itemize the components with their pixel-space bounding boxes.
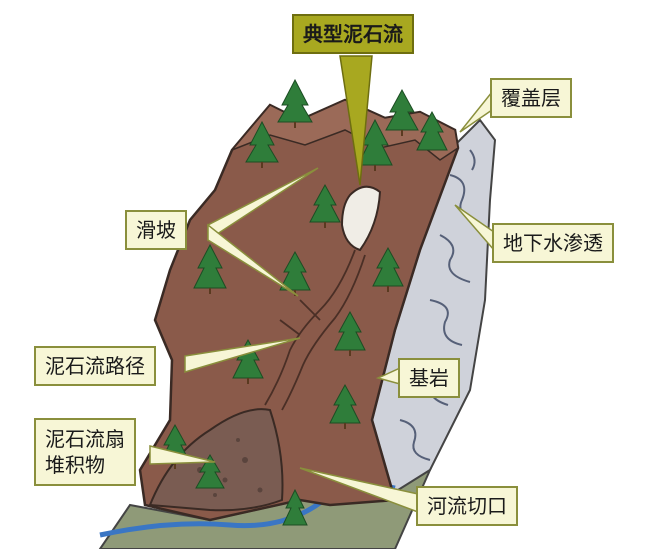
debris-flow-channel — [264, 249, 366, 411]
label-groundwater-seepage: 地下水渗透 — [492, 223, 614, 263]
label-debris-fan-deposit: 泥石流扇 堆积物 — [34, 418, 136, 486]
debris-fan-deposit — [148, 408, 284, 512]
callout-pointers — [149, 55, 495, 514]
label-typical-debris-flow: 典型泥石流 — [292, 14, 414, 54]
label-debris-fan-line1: 泥石流扇 — [45, 427, 125, 451]
label-bedrock: 基岩 — [398, 358, 460, 398]
label-debris-fan-line2: 堆积物 — [45, 453, 105, 477]
label-debris-flow-path: 泥石流路径 — [34, 346, 156, 386]
label-river-incision: 河流切口 — [416, 486, 518, 526]
label-landslide: 滑坡 — [125, 210, 187, 250]
label-overburden-layer: 覆盖层 — [490, 78, 572, 118]
landslide-scar — [340, 185, 382, 252]
trees — [159, 78, 448, 526]
